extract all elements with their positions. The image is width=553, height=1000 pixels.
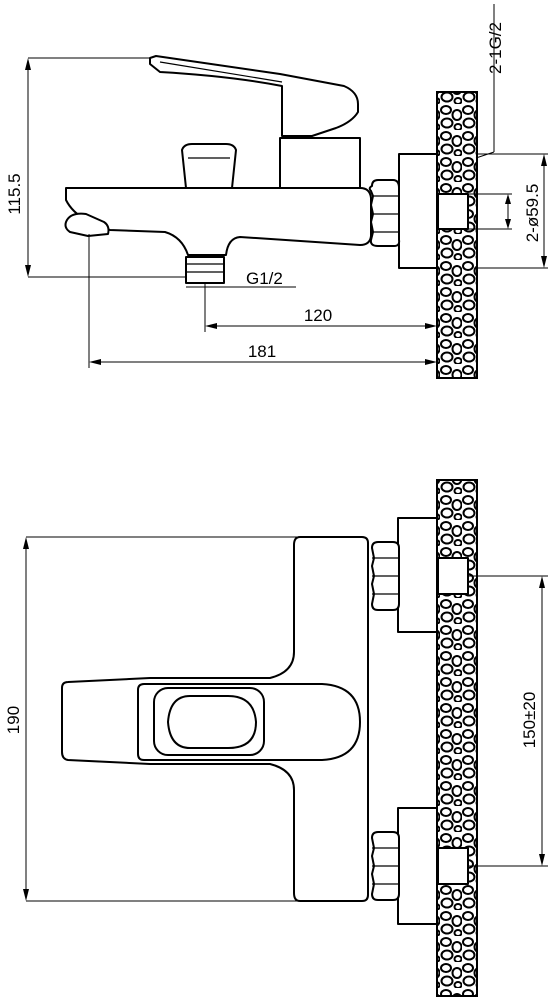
depth-181-label: 181 xyxy=(248,342,276,361)
diverter-knob-side xyxy=(181,143,237,189)
diameter-label: 2-ø59.5 xyxy=(523,184,542,243)
socket-upper xyxy=(437,557,469,595)
lever-handle-side xyxy=(149,55,359,137)
front-view: 190 150±20 xyxy=(4,479,548,997)
socket-lower xyxy=(437,847,469,885)
depth-120-label: 120 xyxy=(304,306,332,325)
hex-nut-side xyxy=(368,179,401,247)
thread-label-top: 2-1G/2 xyxy=(486,22,505,74)
wall-side xyxy=(436,91,478,379)
connector-socket xyxy=(437,193,469,230)
side-view: 115.5 2-1G/2 2-ø59.5 G1/2 120 181 xyxy=(5,4,548,379)
spout-outlet xyxy=(64,212,110,237)
flange-upper xyxy=(397,517,438,633)
spout-thread-label: G1/2 xyxy=(246,269,283,288)
flange-lower xyxy=(397,807,438,925)
faucet-body-side xyxy=(65,187,372,256)
flange-side xyxy=(398,153,438,269)
spacing-label: 150±20 xyxy=(520,692,539,749)
diverter-outlet xyxy=(185,256,225,284)
cartridge-body-side xyxy=(279,137,361,189)
height-label-front: 190 xyxy=(4,706,23,734)
knob-inner xyxy=(167,695,257,749)
height-label-side: 115.5 xyxy=(5,173,24,214)
